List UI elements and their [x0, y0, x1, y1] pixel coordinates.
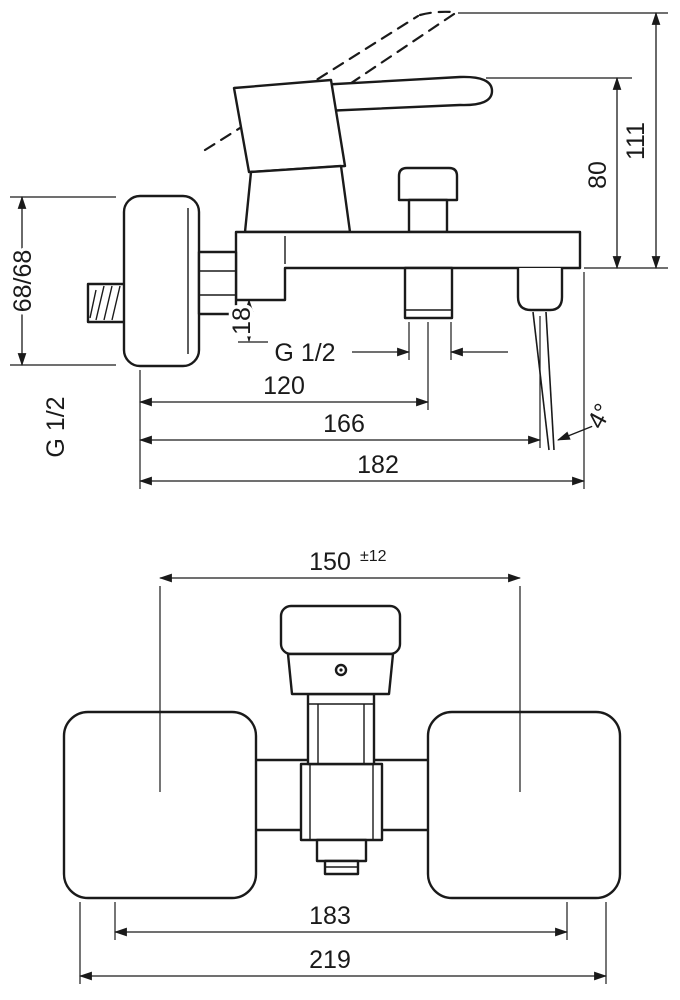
handle-dot	[334, 663, 348, 677]
front-view-dimensions: 150 ±12 183 219	[78, 545, 608, 984]
union-nut	[197, 250, 238, 316]
label-supply-thread: G 1/2	[42, 396, 70, 457]
spout-front	[315, 838, 368, 876]
dim-label-111: 111	[622, 122, 650, 160]
wall-escutcheon	[122, 194, 201, 368]
front-view: 150 ±12 183 219	[62, 545, 622, 984]
dim-label-18: 18	[228, 307, 256, 335]
handle-neck	[243, 164, 352, 234]
dim-label-166: 166	[323, 410, 365, 438]
cartridge-housing	[306, 692, 376, 766]
diverter-knob	[397, 166, 459, 234]
dim-label-120: 120	[263, 372, 305, 400]
side-view: 111 80 68/68 G 1/2 18 G 1/2 120 166	[6, 10, 668, 489]
bottom-outlet	[403, 266, 454, 320]
handle-front	[279, 604, 402, 696]
dim-label-80: 80	[584, 161, 612, 189]
dim-label-150-tolerance: ±12	[360, 548, 387, 565]
dim-label-219: 219	[309, 946, 351, 974]
supply-pipe	[86, 282, 128, 324]
dim-label-183: 183	[309, 902, 351, 930]
label-outlet-thread: G 1/2	[274, 339, 335, 367]
handle-dot-center	[339, 668, 343, 672]
right-connection-block	[426, 710, 622, 900]
dim-label-150: 150	[309, 548, 351, 576]
dim-label-68-68: 68/68	[9, 250, 37, 313]
water-stream-lines	[532, 311, 555, 451]
spout-outlet	[516, 268, 564, 312]
lever-handle	[232, 75, 494, 234]
center-body	[299, 762, 384, 842]
dim-label-182: 182	[357, 451, 399, 479]
side-view-dimensions: 111 80 68/68 G 1/2 18 G 1/2 120 166	[6, 11, 668, 489]
